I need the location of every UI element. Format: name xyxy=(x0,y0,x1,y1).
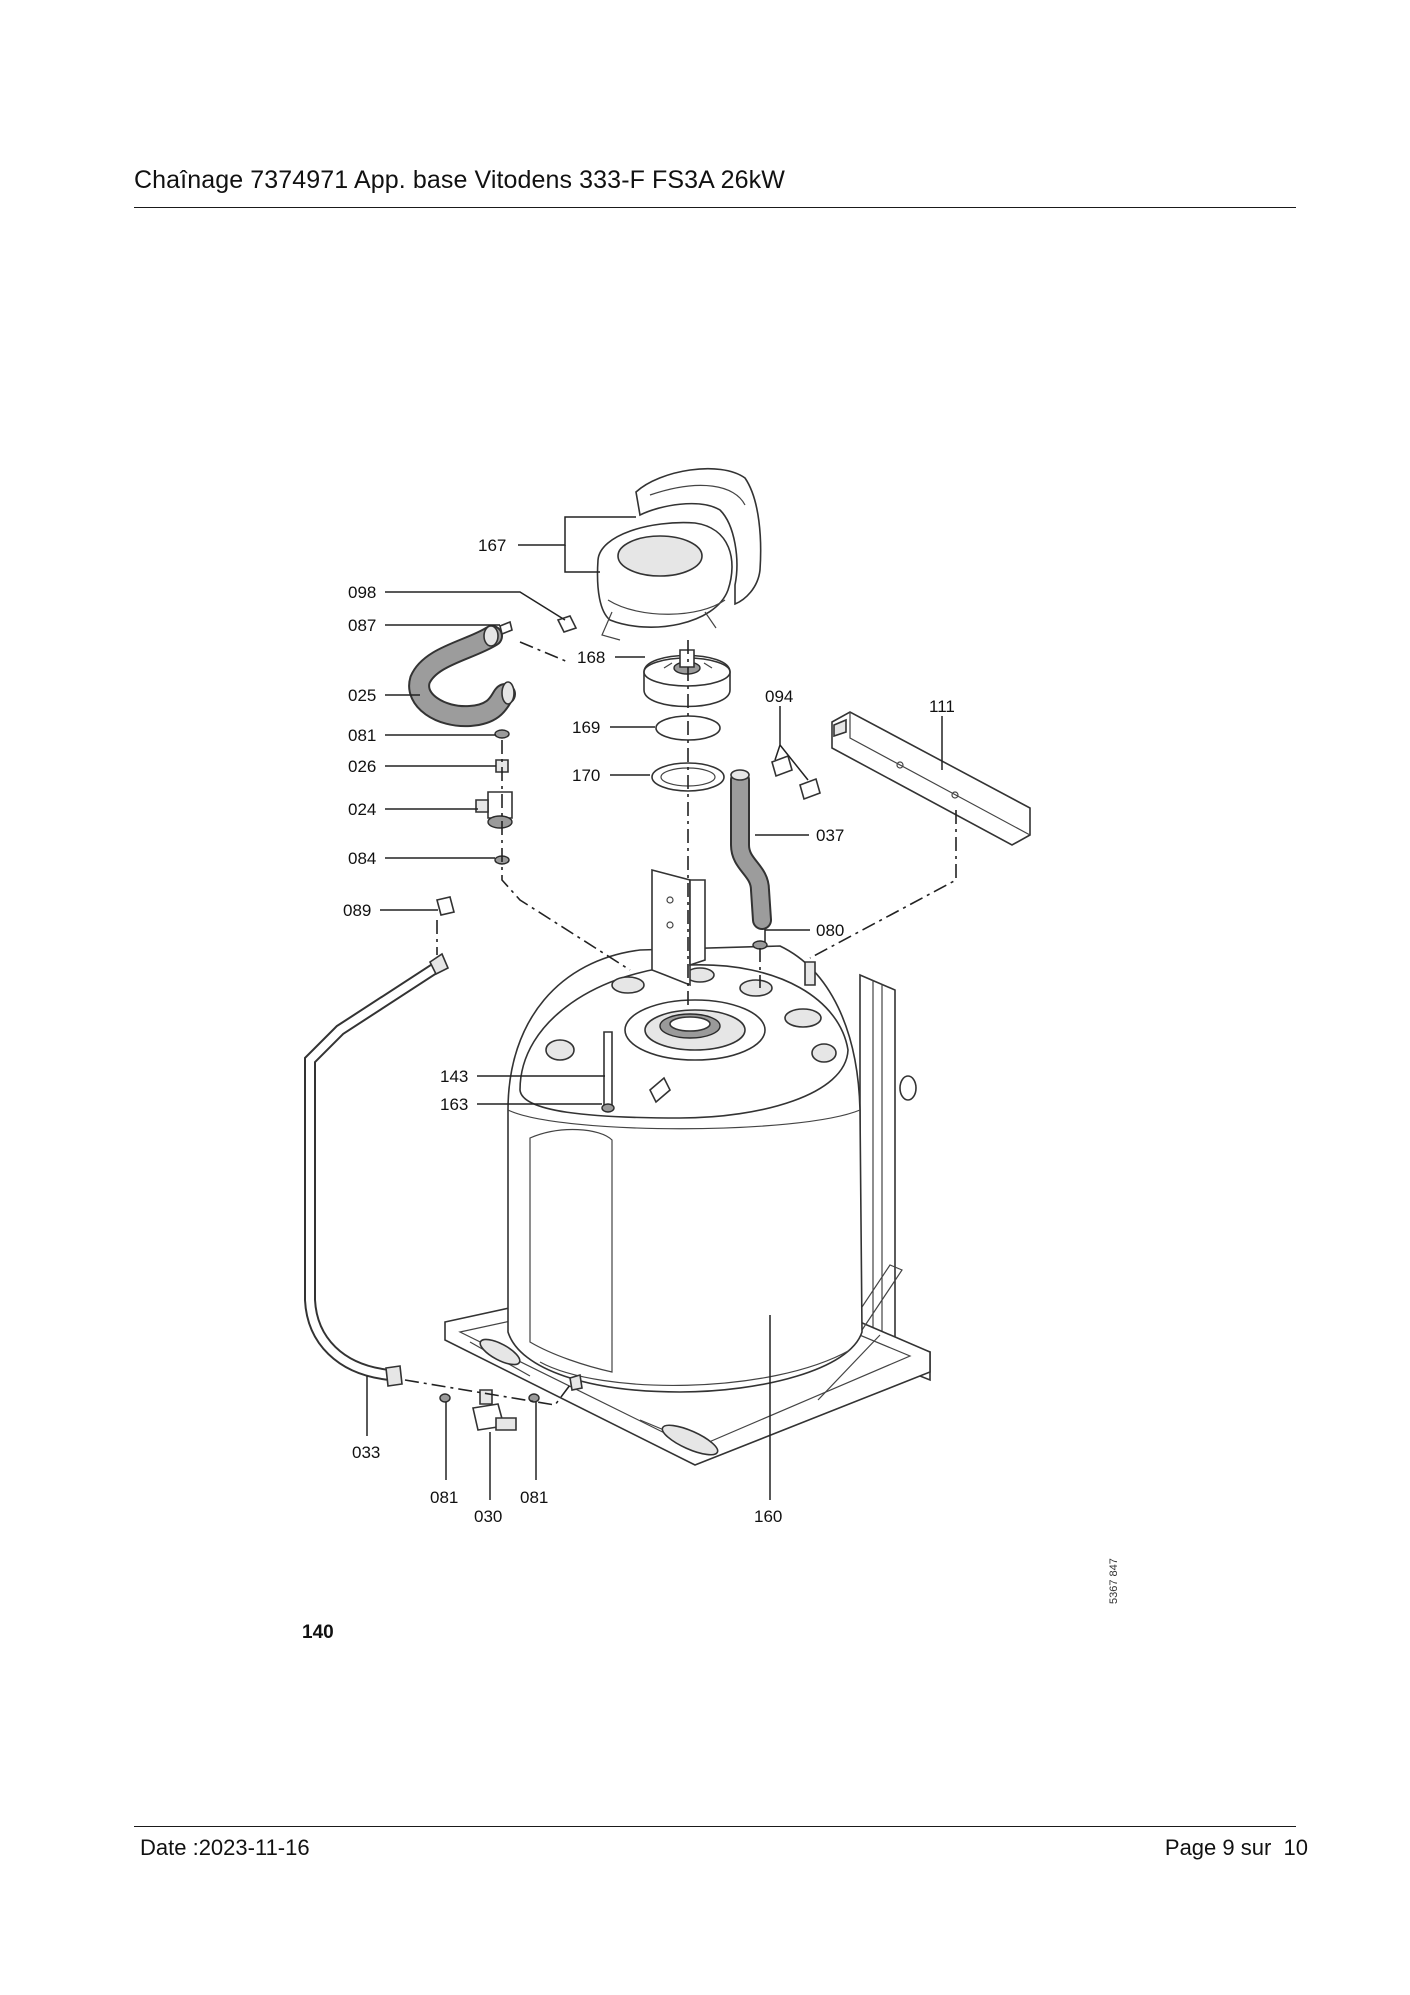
callout-087: 087 xyxy=(348,616,376,635)
callout-labels: 167 098 087 168 025 094 111 081 169 026 … xyxy=(343,536,955,1526)
storage-tank xyxy=(507,868,863,1393)
callout-025: 025 xyxy=(348,686,376,705)
pipe-033 xyxy=(304,896,455,1387)
footer-page-number: Page 9 sur 10 xyxy=(1164,1835,1308,1860)
callout-081-upper: 081 xyxy=(348,726,376,745)
callout-030: 030 xyxy=(474,1507,502,1526)
callout-168: 168 xyxy=(577,648,605,667)
callout-084: 084 xyxy=(348,849,376,868)
callout-098: 098 xyxy=(348,583,376,602)
cover-167 xyxy=(596,467,762,641)
callout-169: 169 xyxy=(572,718,600,737)
callout-163: 163 xyxy=(440,1095,468,1114)
header-divider xyxy=(134,207,1296,208)
callout-094: 094 xyxy=(765,687,793,706)
callout-leaders xyxy=(366,516,943,1500)
callout-143: 143 xyxy=(440,1067,468,1086)
callout-026: 026 xyxy=(348,757,376,776)
callout-111: 111 xyxy=(929,697,955,716)
drain-valve-030 xyxy=(439,1373,583,1431)
callout-167: 167 xyxy=(478,536,506,555)
figure-number: 140 xyxy=(302,1622,334,1643)
callout-080: 080 xyxy=(816,921,844,940)
callout-037: 037 xyxy=(816,826,844,845)
footer-divider xyxy=(134,1826,1296,1827)
callout-033: 033 xyxy=(352,1443,380,1462)
right-hose-assembly xyxy=(730,754,821,950)
callout-081-left: 081 xyxy=(430,1488,458,1507)
callout-081-right: 081 xyxy=(520,1488,548,1507)
footer-date: Date :2023-11-16 xyxy=(140,1835,310,1860)
assembly-lines xyxy=(404,640,957,1406)
callout-089: 089 xyxy=(343,901,371,920)
bolt-080 xyxy=(804,961,816,986)
callout-024: 024 xyxy=(348,800,376,819)
drawing-reference-number: 5367 847 xyxy=(1108,1558,1120,1604)
part-168 xyxy=(643,649,731,708)
callout-160: 160 xyxy=(754,1507,782,1526)
side-frame xyxy=(859,973,931,1382)
page-title: Chaînage 7374971 App. base Vitodens 333-… xyxy=(134,166,785,194)
left-hose-assembly xyxy=(408,615,578,865)
bracket-111 xyxy=(831,711,1031,846)
callout-170: 170 xyxy=(572,766,600,785)
